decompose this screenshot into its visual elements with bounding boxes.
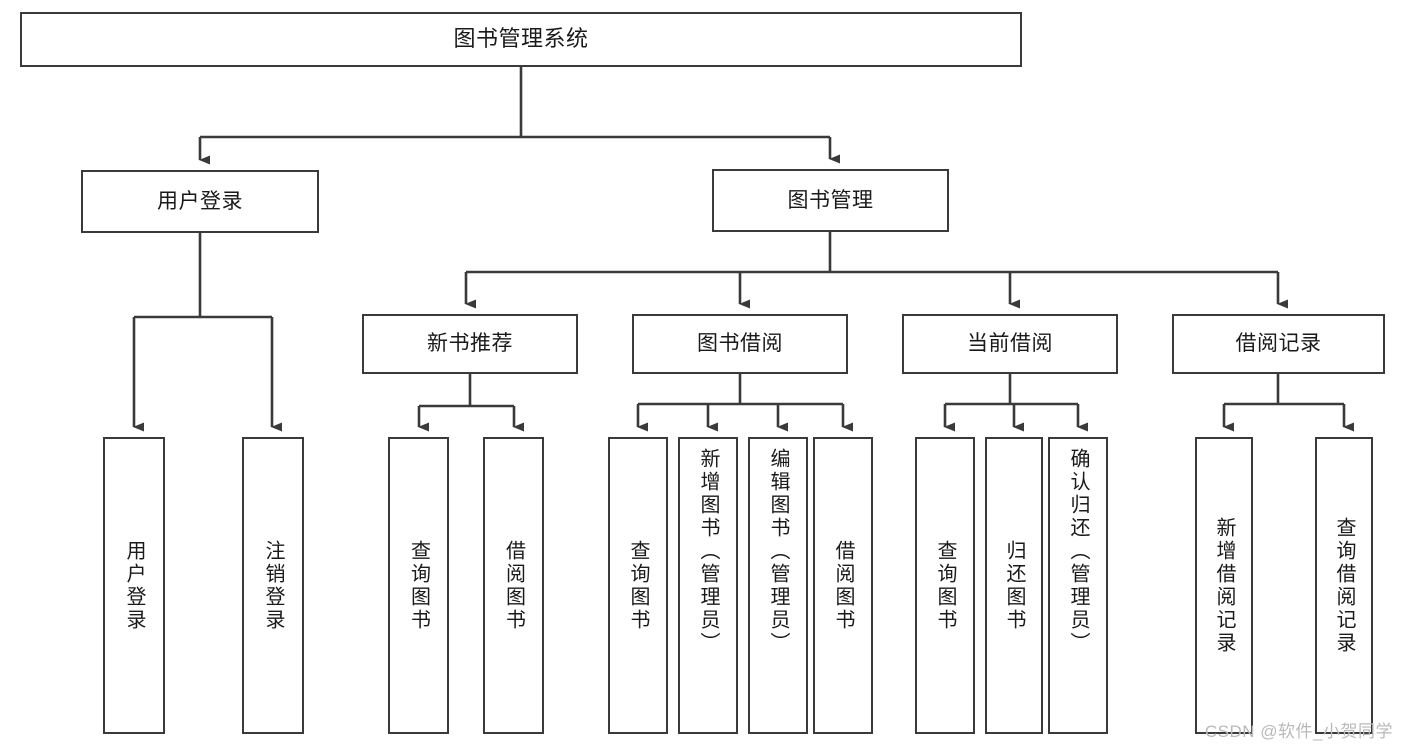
node-leaf-confirm-return[interactable]: 确认归还（管理员） [1048, 437, 1108, 734]
node-leaf-user-login[interactable]: 用户登录 [103, 437, 165, 734]
node-borrow-record[interactable]: 借阅记录 [1172, 314, 1385, 374]
node-root[interactable]: 图书管理系统 [20, 12, 1022, 67]
node-leaf-query-book-2[interactable]: 查询图书 [608, 437, 668, 734]
node-leaf-query-book-3[interactable]: 查询图书 [915, 437, 975, 734]
node-root-label: 图书管理系统 [453, 26, 589, 52]
node-leaf-add-book-label: 新增图书（管理员） [697, 448, 719, 655]
node-leaf-return-book-label: 归还图书 [1003, 539, 1025, 632]
node-leaf-add-record[interactable]: 新增借阅记录 [1195, 437, 1253, 734]
node-user-login[interactable]: 用户登录 [81, 170, 319, 233]
node-leaf-confirm-return-label: 确认归还（管理员） [1067, 448, 1089, 655]
node-leaf-edit-book[interactable]: 编辑图书（管理员） [748, 437, 808, 734]
node-book-manage[interactable]: 图书管理 [712, 169, 949, 232]
node-leaf-user-logout[interactable]: 注销登录 [242, 437, 304, 734]
node-leaf-edit-book-label: 编辑图书（管理员） [767, 448, 789, 655]
node-leaf-query-record-label: 查询借阅记录 [1333, 516, 1355, 655]
node-book-borrow-label: 图书借阅 [697, 332, 783, 356]
node-book-manage-label: 图书管理 [787, 188, 874, 212]
node-leaf-add-book[interactable]: 新增图书（管理员） [678, 437, 738, 734]
node-leaf-borrow-book-2-label: 借阅图书 [832, 539, 854, 632]
node-leaf-query-book-3-label: 查询图书 [934, 539, 956, 632]
node-leaf-query-book-1-label: 查询图书 [407, 539, 430, 632]
node-book-borrow[interactable]: 图书借阅 [632, 314, 848, 374]
node-borrow-record-label: 借阅记录 [1235, 332, 1322, 356]
node-leaf-return-book[interactable]: 归还图书 [985, 437, 1043, 734]
node-leaf-user-login-label: 用户登录 [123, 539, 145, 632]
node-leaf-query-book-2-label: 查询图书 [627, 539, 649, 632]
node-leaf-query-book-1[interactable]: 查询图书 [388, 437, 449, 734]
node-leaf-borrow-book-1-label: 借阅图书 [502, 539, 525, 632]
node-current-borrow-label: 当前借阅 [967, 332, 1053, 356]
node-leaf-user-logout-label: 注销登录 [262, 539, 284, 632]
node-leaf-query-record[interactable]: 查询借阅记录 [1315, 437, 1373, 734]
csdn-watermark: CSDN @软件_小贺同学 [1204, 722, 1393, 741]
node-leaf-borrow-book-2[interactable]: 借阅图书 [813, 437, 873, 734]
node-new-book-rec-label: 新书推荐 [427, 332, 513, 356]
node-current-borrow[interactable]: 当前借阅 [902, 314, 1118, 374]
node-user-login-label: 用户登录 [157, 189, 243, 213]
node-leaf-add-record-label: 新增借阅记录 [1213, 516, 1235, 655]
node-new-book-rec[interactable]: 新书推荐 [362, 314, 578, 374]
node-leaf-borrow-book-1[interactable]: 借阅图书 [483, 437, 544, 734]
